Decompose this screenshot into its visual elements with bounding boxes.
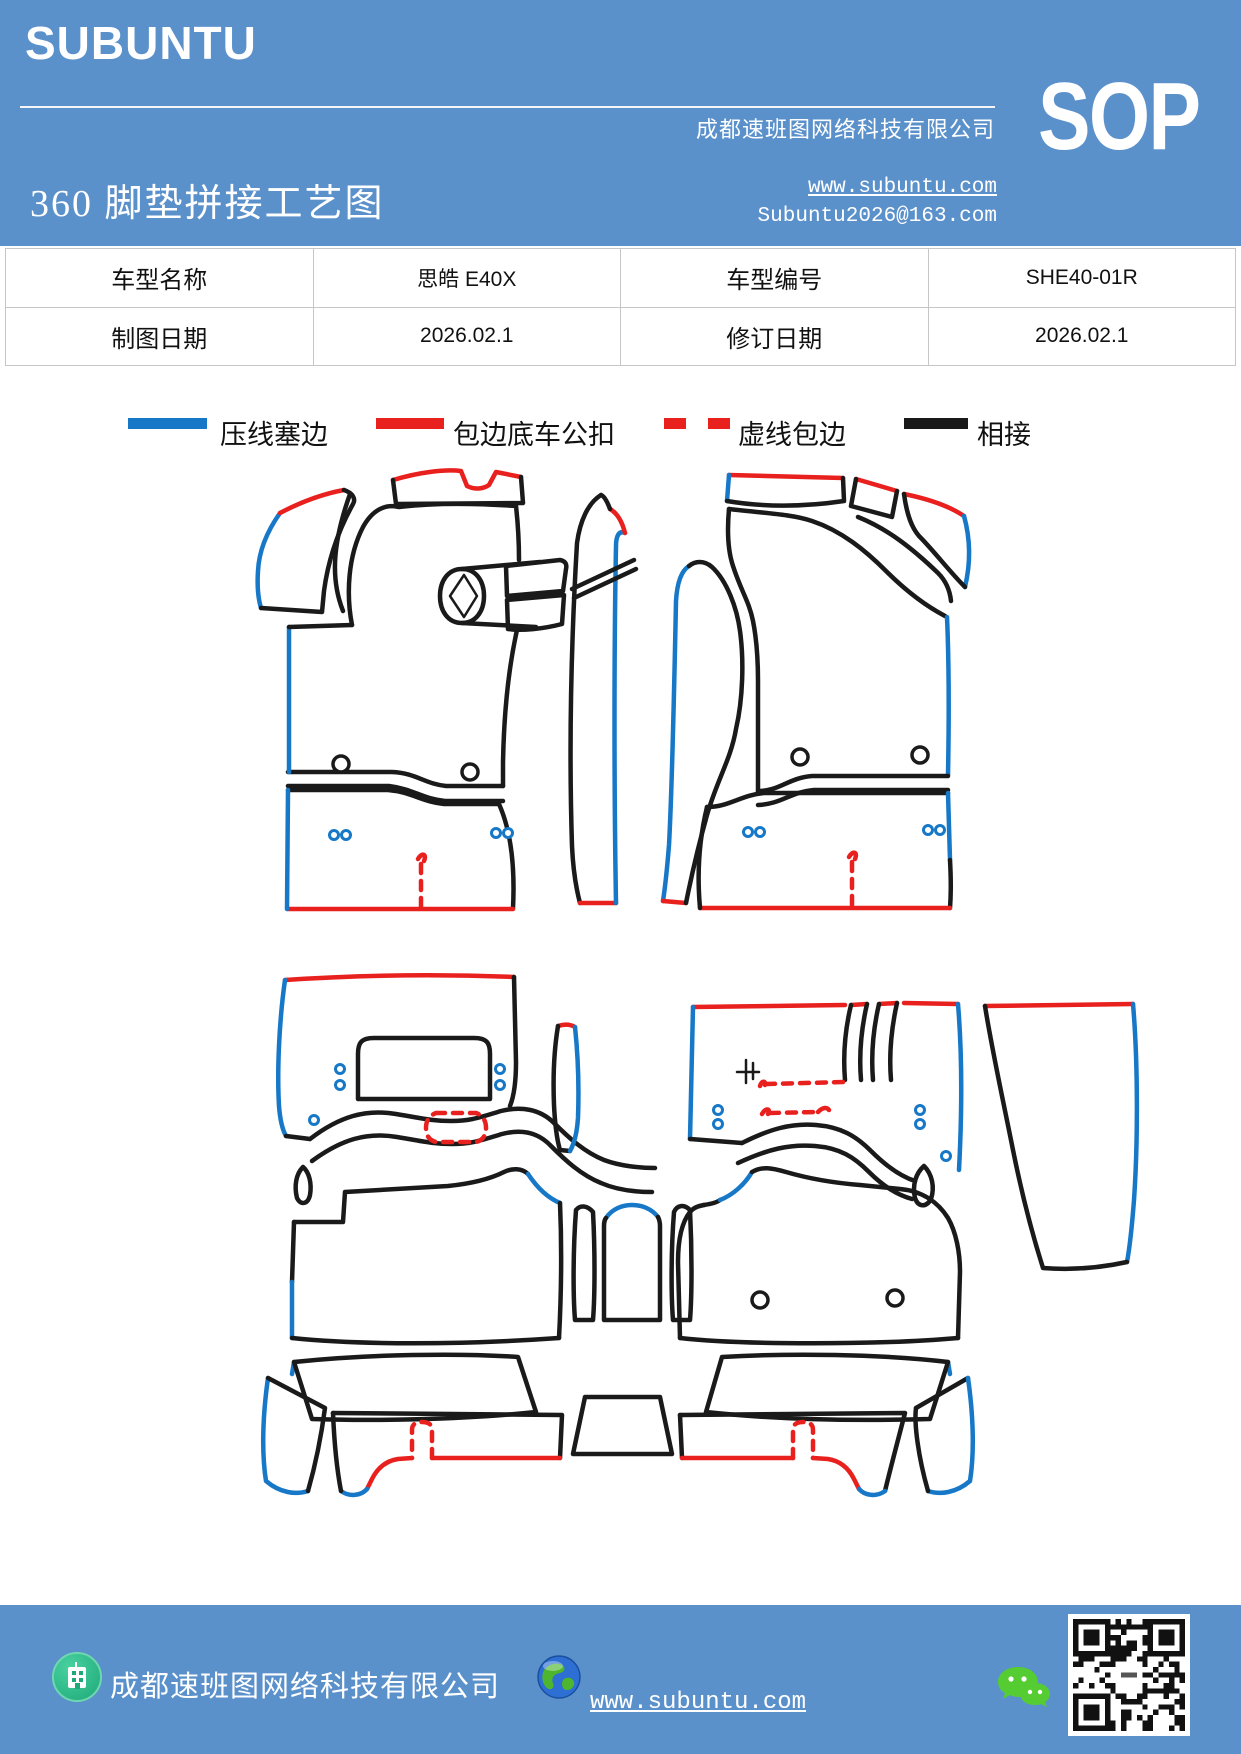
rear-left-mat bbox=[276, 973, 658, 1206]
legend-label: 包边底车公扣 bbox=[453, 420, 615, 450]
front-right-mat bbox=[696, 472, 972, 911]
header-divider bbox=[20, 106, 995, 108]
legend-label: 虚线包边 bbox=[738, 420, 846, 450]
company-building-icon bbox=[52, 1652, 102, 1702]
front-center-strips bbox=[568, 492, 745, 906]
header: SUBUNTU 360 脚垫拼接工艺图 成都速班图网络科技有限公司 www.su… bbox=[0, 0, 1241, 246]
legend-swatch-black-solid bbox=[904, 418, 968, 429]
front-left-mat bbox=[255, 468, 569, 912]
header-email: Subuntu2026@163.com bbox=[757, 205, 997, 228]
model-name-label: 车型名称 bbox=[5, 248, 314, 308]
model-name-value: 思皓 E40X bbox=[312, 248, 621, 308]
mat-diagram bbox=[255, 468, 1140, 1498]
header-website-link[interactable]: www.subuntu.com bbox=[807, 176, 997, 199]
revise-date-label: 修订日期 bbox=[620, 306, 929, 366]
join-mark bbox=[569, 557, 639, 601]
table-row: 车型名称 思皓 E40X 车型编号 SHE40-01R bbox=[5, 248, 1236, 308]
legend-label: 相接 bbox=[977, 420, 1031, 450]
page-title: 360 脚垫拼接工艺图 bbox=[30, 183, 385, 225]
model-code-value: SHE40-01R bbox=[927, 248, 1236, 308]
rear-right-mat bbox=[687, 1000, 1140, 1271]
sop-label: SOP bbox=[1038, 63, 1201, 170]
header-company-name: 成都速班图网络科技有限公司 bbox=[695, 117, 995, 142]
brand-logo: SUBUNTU bbox=[25, 17, 257, 69]
draw-date-value: 2026.02.1 bbox=[312, 306, 621, 366]
footer-website-link[interactable]: www.subuntu.com bbox=[590, 1689, 807, 1716]
revise-date-value: 2026.02.1 bbox=[927, 306, 1236, 366]
draw-date-label: 制图日期 bbox=[5, 306, 314, 366]
rear-bottom-pieces bbox=[260, 1352, 976, 1498]
globe-icon bbox=[536, 1654, 582, 1700]
rear-second-row bbox=[289, 1166, 963, 1346]
footer: 成都速班图网络科技有限公司 www.subuntu.com bbox=[0, 1605, 1241, 1754]
footer-company-name: 成都速班图网络科技有限公司 bbox=[110, 1671, 501, 1703]
table-row: 制图日期 2026.02.1 修订日期 2026.02.1 bbox=[5, 306, 1236, 366]
legend: 压线塞边 包边底车公扣 虚线包边 相接 bbox=[0, 405, 1241, 450]
legend-swatch-red-dashed bbox=[664, 418, 730, 429]
legend-swatch-blue-solid bbox=[128, 418, 207, 429]
legend-swatch-red-solid bbox=[376, 418, 444, 429]
wechat-icon bbox=[996, 1665, 1052, 1717]
legend-label: 压线塞边 bbox=[220, 420, 328, 450]
qr-code bbox=[1068, 1614, 1190, 1736]
stop-mark bbox=[735, 1058, 761, 1085]
model-code-label: 车型编号 bbox=[620, 248, 929, 308]
vehicle-spec-table: 车型名称 思皓 E40X 车型编号 SHE40-01R 制图日期 2026.02… bbox=[5, 248, 1236, 366]
